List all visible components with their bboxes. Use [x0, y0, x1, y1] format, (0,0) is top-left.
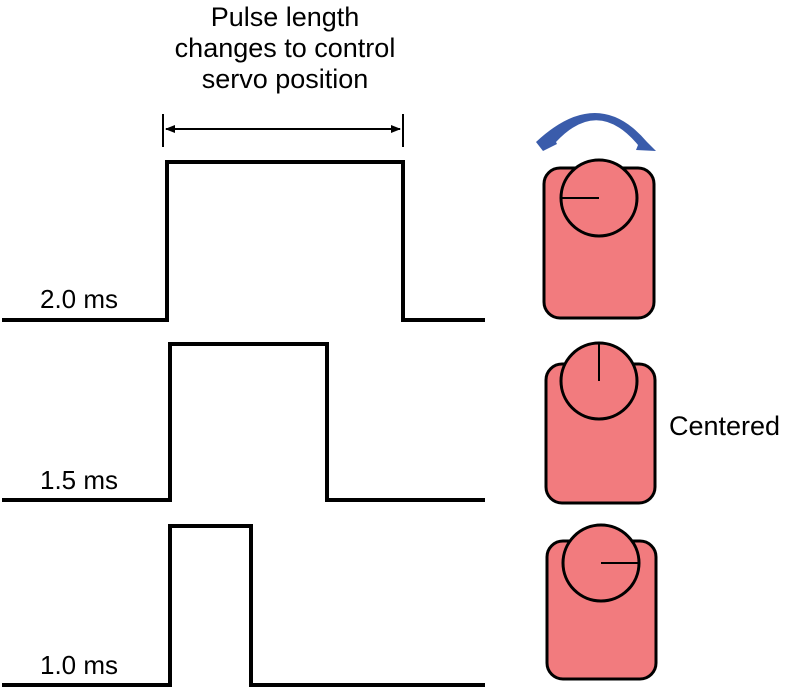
- centered-label: Centered: [669, 411, 780, 441]
- title-line-1: Pulse length: [211, 2, 360, 32]
- pulse-waveform-2-0ms: [2, 160, 485, 322]
- servo-pointer-right: [545, 523, 658, 681]
- pulse-label-1-0ms: 1.0 ms: [40, 650, 118, 680]
- pulse-label-1-5ms: 1.5 ms: [40, 465, 118, 495]
- pulse-waveform-1-0ms: [2, 524, 485, 687]
- pulse-label-2-0ms: 2.0 ms: [40, 284, 118, 314]
- pulse-length-dimension-arrow: [162, 114, 404, 147]
- rotation-arrow-icon: [536, 113, 656, 151]
- servo-pointer-left: [536, 113, 656, 320]
- title-line-3: servo position: [202, 64, 369, 94]
- title-line-2: changes to control: [175, 33, 396, 63]
- servo-pointer-up: [544, 341, 657, 505]
- pulse-waveform-1-5ms: [2, 342, 485, 502]
